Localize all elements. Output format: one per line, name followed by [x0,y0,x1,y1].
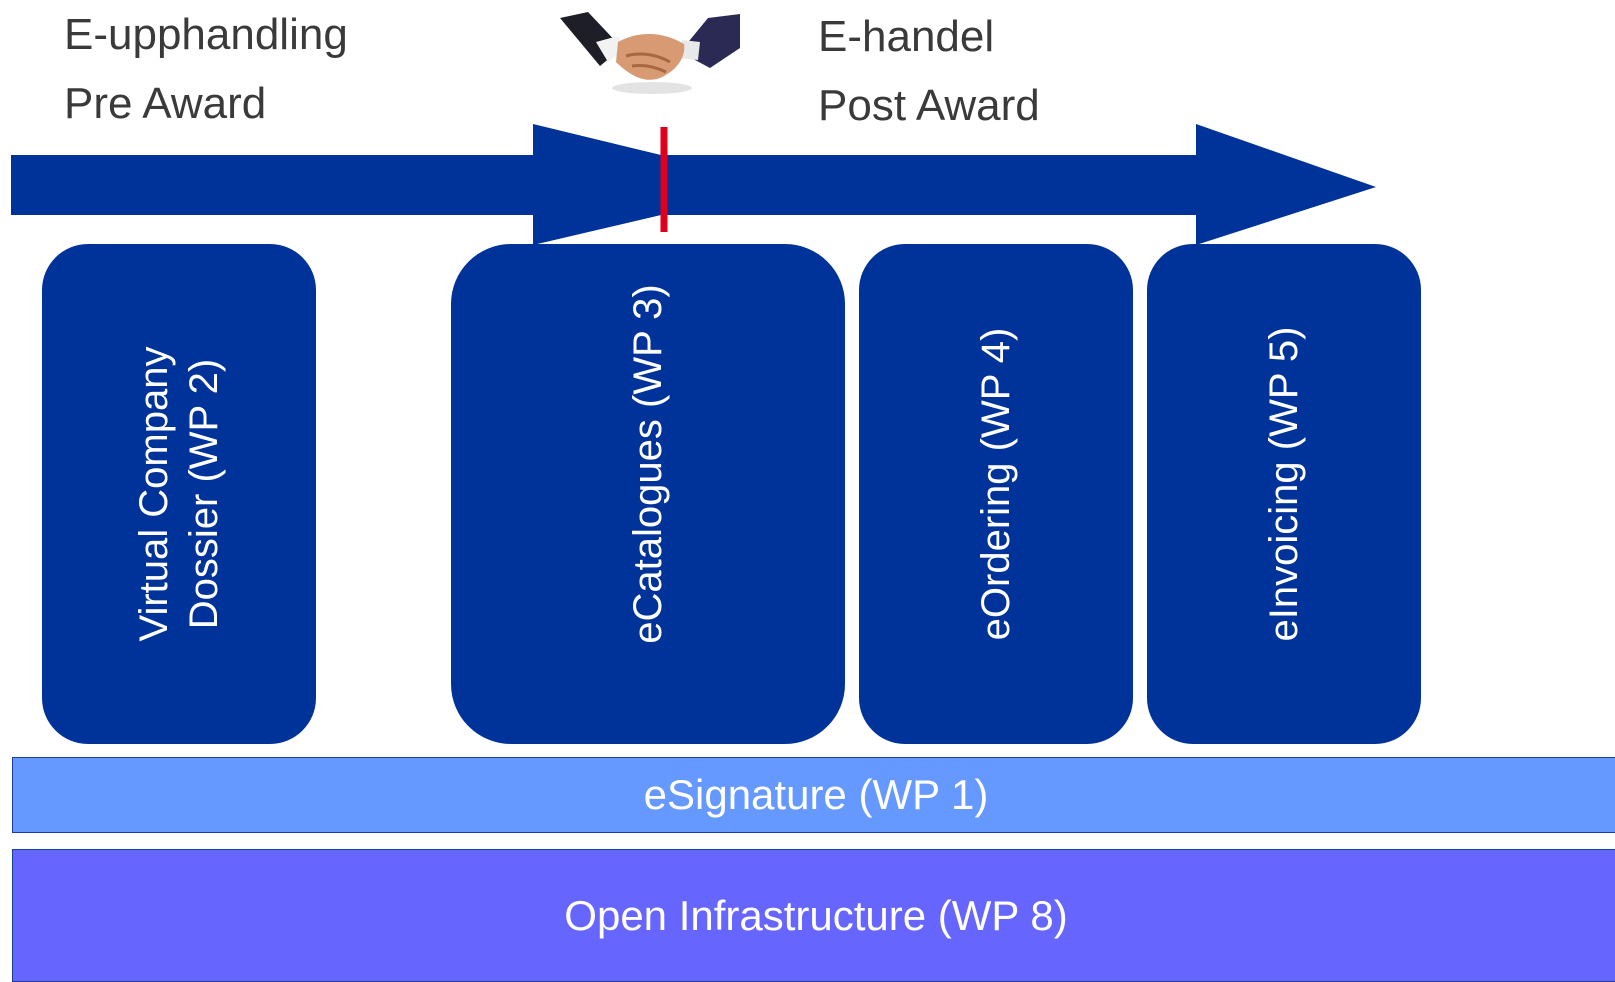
post-award-label: Post Award [818,81,1040,130]
wp4-label: eOrdering (WP 4) [971,328,1021,641]
open-infrastructure-label: Open Infrastructure (WP 8) [564,891,1068,939]
esignature-bar: eSignature (WP 1) [12,757,1615,833]
wp3-label: eCatalogues (WP 3) [623,284,673,643]
wp5-label-line1: eInvoicing (WP 5) [1262,326,1306,642]
process-arrow-shape [11,124,1376,245]
wp5-label: eInvoicing (WP 5) [1259,327,1309,642]
wp3-ecatalogues-box: eCatalogues (WP 3) [451,244,845,744]
esignature-label: eSignature (WP 1) [643,771,989,818]
wp4-label-line1: eOrdering (WP 4) [974,327,1018,641]
post-award-swedish-label: E-handel [818,12,995,61]
wp2-label: Virtual Company Dossier (WP 2) [129,347,229,642]
wp2-label-line2: Dossier (WP 2) [182,358,226,630]
open-infrastructure-bar: Open Infrastructure (WP 8) [12,849,1615,982]
handshake-icon [560,12,740,94]
pre-award-label: Pre Award [64,79,267,128]
wp2-virtual-company-dossier-box: Virtual Company Dossier (WP 2) [42,244,316,744]
pre-award-swedish-label: E-upphandling [64,10,348,59]
wp4-eordering-box: eOrdering (WP 4) [859,244,1133,744]
wp2-label-line1: Virtual Company [132,346,176,642]
wp3-label-line1: eCatalogues (WP 3) [626,284,670,644]
wp5-einvoicing-box: eInvoicing (WP 5) [1147,244,1421,744]
